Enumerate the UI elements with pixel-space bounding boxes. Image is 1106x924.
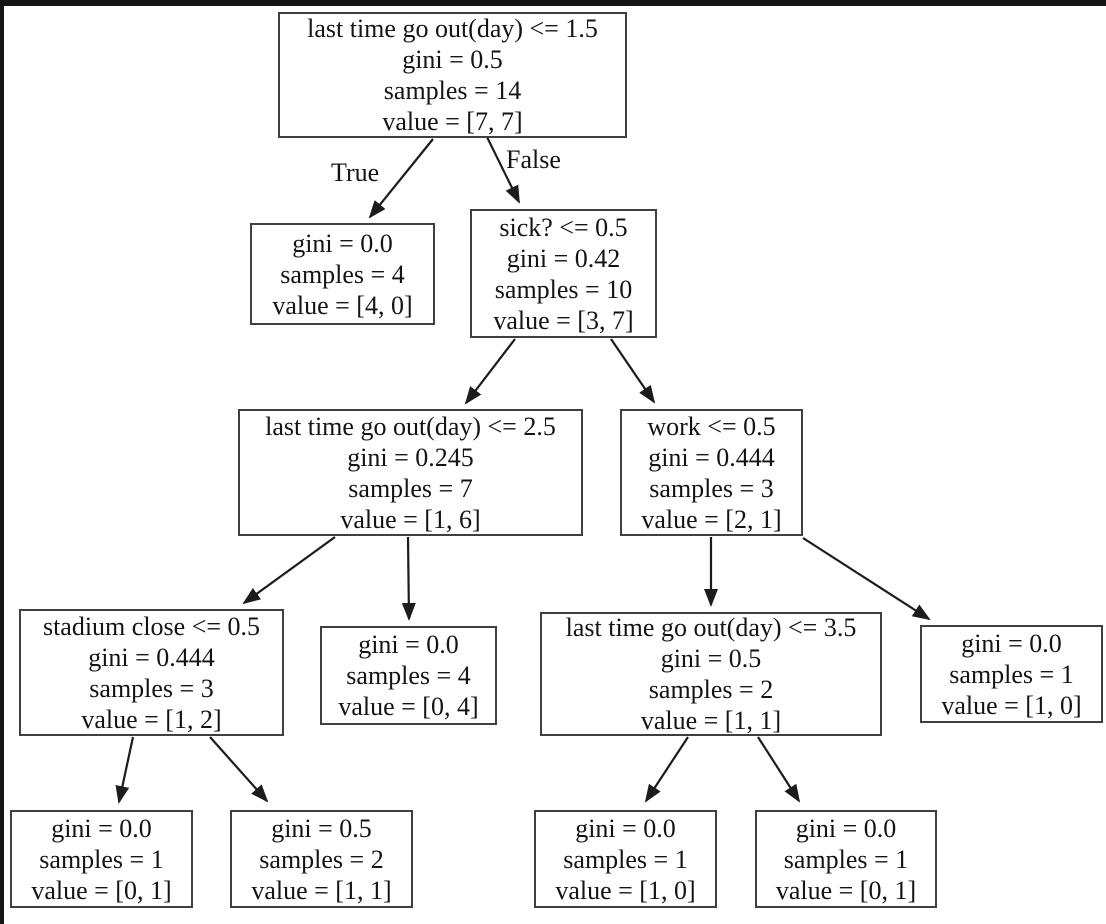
node-samples: samples = 1	[563, 844, 688, 874]
tree-node-leaf-1-0-b: gini = 0.0 samples = 1 value = [1, 0]	[534, 810, 717, 908]
node-value: value = [1, 1]	[251, 875, 392, 905]
node-value: value = [1, 1]	[640, 706, 782, 735]
edge-sick-right	[610, 338, 656, 404]
tree-node-leaf-0-1-a: gini = 0.0 samples = 1 value = [0, 1]	[10, 810, 193, 908]
edge-stadium-right	[209, 736, 269, 803]
tree-node-sick: sick? <= 0.5 gini = 0.42 samples = 10 va…	[470, 209, 657, 338]
tree-node-leaf-1-1: gini = 0.5 samples = 2 value = [1, 1]	[230, 810, 413, 908]
node-gini: gini = 0.444	[88, 642, 215, 672]
node-gini: gini = 0.0	[575, 813, 676, 843]
node-condition: last time go out(day) <= 2.5	[265, 411, 556, 441]
node-value: value = [1, 6]	[340, 504, 481, 534]
node-value: value = [1, 0]	[941, 690, 1082, 720]
tree-node-true-leaf: gini = 0.0 samples = 4 value = [4, 0]	[250, 223, 435, 325]
node-gini: gini = 0.5	[402, 45, 503, 74]
node-samples: samples = 1	[39, 844, 164, 874]
node-samples: samples = 3	[89, 673, 214, 703]
edge-label-false: False	[506, 145, 561, 174]
node-samples: samples = 14	[383, 76, 522, 105]
tree-node-stadium-close: stadium close <= 0.5 gini = 0.444 sample…	[19, 609, 284, 736]
node-samples: samples = 10	[494, 274, 633, 304]
edge-goout35-right	[757, 736, 801, 803]
tree-node-root: last time go out(day) <= 1.5 gini = 0.5 …	[278, 12, 627, 138]
node-condition: last time go out(day) <= 1.5	[307, 14, 598, 43]
tree-node-leaf-0-4: gini = 0.0 samples = 4 value = [0, 4]	[320, 626, 497, 725]
node-condition: sick? <= 0.5	[499, 212, 628, 242]
node-value: value = [0, 1]	[31, 875, 172, 905]
node-gini: gini = 0.245	[347, 442, 474, 472]
node-value: value = [1, 2]	[81, 704, 222, 734]
node-samples: samples = 2	[648, 675, 774, 704]
node-condition: work <= 0.5	[647, 411, 776, 441]
node-samples: samples = 1	[783, 844, 909, 874]
tree-node-leaf-1-0-right: gini = 0.0 samples = 1 value = [1, 0]	[920, 625, 1103, 723]
node-samples: samples = 2	[259, 844, 384, 874]
tree-node-leaf-0-1-b: gini = 0.0 samples = 1 value = [0, 1]	[755, 810, 937, 908]
node-samples: samples = 1	[949, 659, 1074, 689]
window-left-border	[0, 0, 4, 924]
node-gini: gini = 0.0	[292, 228, 393, 258]
node-samples: samples = 4	[280, 259, 405, 289]
node-value: value = [0, 4]	[338, 692, 479, 721]
node-condition: stadium close <= 0.5	[42, 611, 261, 641]
node-gini: gini = 0.444	[648, 442, 775, 472]
node-gini: gini = 0.5	[271, 813, 372, 843]
edge-root-true	[368, 138, 434, 219]
edge-label-true: True	[331, 158, 380, 187]
node-gini: gini = 0.5	[660, 644, 762, 673]
node-value: value = [2, 1]	[641, 504, 782, 534]
edge-sick-left	[464, 338, 516, 405]
node-value: value = [1, 0]	[555, 875, 696, 905]
tree-node-work: work <= 0.5 gini = 0.444 samples = 3 val…	[620, 409, 803, 536]
node-value: value = [0, 1]	[775, 875, 917, 905]
edge-goout25-down	[401, 536, 416, 621]
edge-work-right	[802, 537, 931, 621]
node-value: value = [3, 7]	[493, 305, 634, 335]
tree-node-go-out-25: last time go out(day) <= 2.5 gini = 0.24…	[238, 409, 583, 536]
node-samples: samples = 7	[348, 473, 473, 503]
node-samples: samples = 4	[346, 661, 471, 690]
node-value: value = [7, 7]	[382, 107, 523, 136]
node-value: value = [4, 0]	[272, 290, 413, 320]
window-top-border	[0, 0, 1106, 6]
node-condition: last time go out(day) <= 3.5	[565, 613, 857, 642]
tree-node-go-out-35: last time go out(day) <= 3.5 gini = 0.5 …	[540, 612, 882, 736]
edge-stadium-left	[115, 736, 135, 804]
node-gini: gini = 0.0	[51, 813, 152, 843]
node-gini: gini = 0.0	[358, 630, 459, 659]
edge-goout35-left	[644, 736, 689, 803]
node-samples: samples = 3	[649, 473, 774, 503]
edge-goout25-left	[242, 536, 336, 605]
node-gini: gini = 0.42	[506, 243, 621, 273]
node-gini: gini = 0.0	[961, 628, 1062, 658]
node-gini: gini = 0.0	[795, 813, 897, 843]
